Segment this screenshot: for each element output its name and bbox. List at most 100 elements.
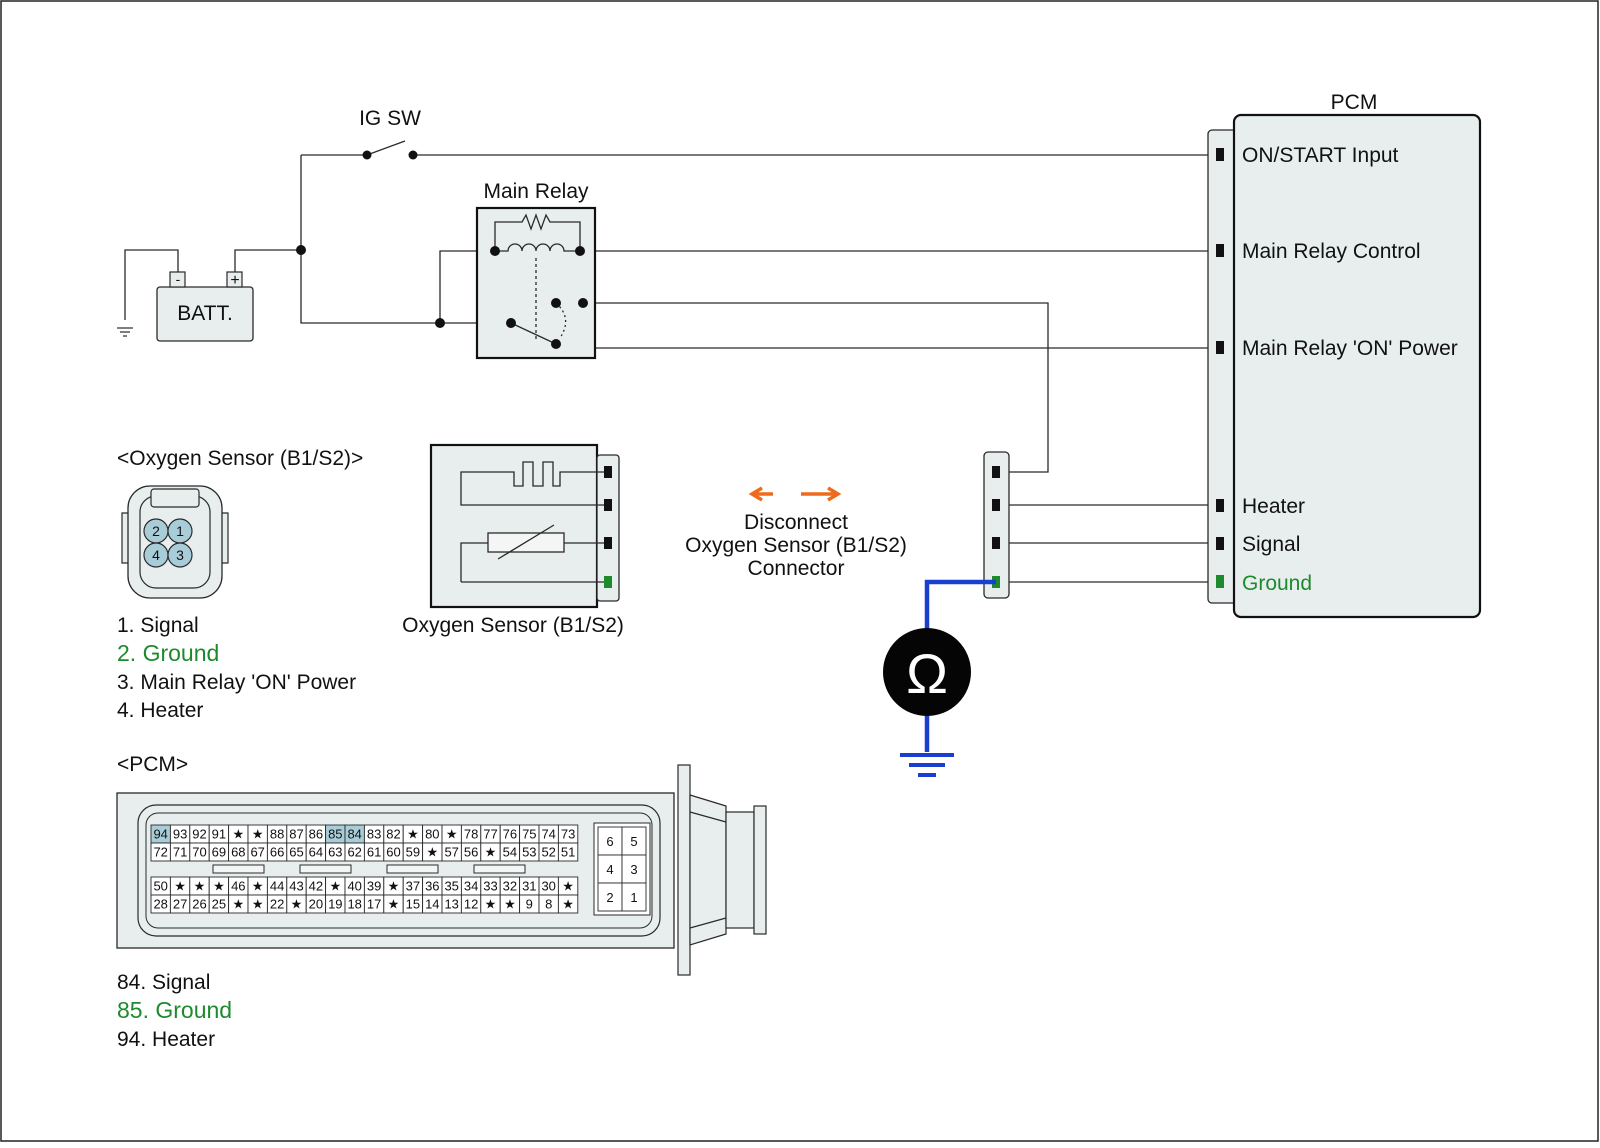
pcm-pin-heater-label: Heater	[1242, 495, 1305, 518]
pcm-small-pin-cell	[621, 826, 647, 856]
pcm-pin-number: 57	[444, 845, 458, 860]
pcm-pin	[1216, 499, 1224, 512]
pcm-pin-number: 53	[522, 845, 536, 860]
pcm-pin-number: 60	[386, 845, 400, 860]
pcm-pin-number: ★	[485, 897, 497, 912]
pcm-pin-ground-label: Ground	[1242, 572, 1312, 595]
pcm-pin-number: 86	[309, 827, 323, 842]
pcm-pin-number: 94	[153, 827, 167, 842]
pcm-pin-number: 73	[561, 827, 575, 842]
pcm-pin-number: 92	[192, 827, 206, 842]
pcm-pin-number: 8	[545, 897, 552, 912]
o2-connector-face: <Oxygen Sensor (B1/S2)> 2 1 4 3	[117, 447, 363, 599]
pcm-small-pin-number: 3	[630, 862, 637, 877]
pcm-pin	[1216, 537, 1224, 550]
pcm-pin-number: 66	[270, 845, 284, 860]
pcm-pin-number: 91	[212, 827, 226, 842]
pcm-legend-item: 94. Heater	[117, 1028, 215, 1051]
pcm-pin-cell	[557, 842, 579, 862]
ig-sw-terminal-right	[408, 150, 418, 160]
main-relay-label: Main Relay	[483, 180, 589, 203]
pcm-pin-number: ★	[329, 879, 341, 894]
o2-connector-legend: 1. Signal 2. Ground 3. Main Relay 'ON' P…	[117, 614, 356, 722]
pcm-pin-number: 13	[444, 897, 458, 912]
pcm-small-pin-number: 5	[630, 834, 637, 849]
pcm-connector-legend: 84. Signal 85. Ground 94. Heater	[117, 971, 232, 1051]
battery-positive-wire	[234, 249, 301, 272]
pcm-pin-ground	[1216, 575, 1224, 588]
relay-coil-terminal	[575, 246, 585, 256]
oxygen-sensor-connector-strip	[596, 454, 620, 602]
pcm-pin-number: ★	[252, 897, 264, 912]
pcm-pin-number: 27	[173, 897, 187, 912]
pcm-small-pin-cell	[621, 854, 647, 884]
pcm-pin-number: 83	[367, 827, 381, 842]
o2-connector-title: <Oxygen Sensor (B1/S2)>	[117, 447, 363, 470]
pcm-pin-number: 39	[367, 879, 381, 894]
relay-resistor	[494, 213, 581, 251]
pcm-pin-number: 63	[328, 845, 342, 860]
pcm-pin-number: 54	[503, 845, 517, 860]
relay-coil-terminal	[490, 246, 500, 256]
battery-plus-label: +	[230, 272, 239, 289]
pcm-pin-number: ★	[252, 827, 264, 842]
pcm-pin-number: ★	[446, 827, 458, 842]
o2-connector-latch	[150, 488, 200, 508]
battery-minus-label: -	[176, 271, 181, 287]
pcm-pin-number: 93	[173, 827, 187, 842]
main-relay: Main Relay	[475, 180, 597, 360]
ohmmeter: Ω	[883, 579, 996, 777]
pcm-pin	[1216, 244, 1224, 257]
sensor-pin-ground	[604, 576, 612, 588]
pcm-pin-number: 88	[270, 827, 284, 842]
pcm-pin-number: 19	[328, 897, 342, 912]
battery-ground-wire	[124, 249, 179, 320]
pcm-legend-item-ground: 85. Ground	[117, 997, 232, 1023]
pcm-pin-number: 51	[561, 845, 575, 860]
pcm-pin-number: 43	[289, 879, 303, 894]
relay-switch-travel	[555, 302, 567, 339]
junction-dot	[296, 245, 306, 255]
pcm-small-pin-cell	[597, 882, 623, 912]
harness-connector-body	[983, 451, 1010, 599]
pcm-pin-number: 71	[173, 845, 187, 860]
relay-switch-arm	[510, 322, 557, 345]
o2-pin-label: 1	[176, 523, 184, 539]
pcm-pin-number: 50	[153, 879, 167, 894]
o2-legend-item: 1. Signal	[117, 614, 199, 637]
pcm-pin-number: 72	[153, 845, 167, 860]
pcm-pin-number: 17	[367, 897, 381, 912]
sensor-element-arrow	[497, 524, 555, 560]
sensor-pin	[604, 537, 612, 549]
pcm-pin-number: ★	[174, 879, 186, 894]
pcm-pin-number: 30	[541, 879, 555, 894]
pcm-pin-number: 36	[425, 879, 439, 894]
disconnect-line-3: Connector	[748, 557, 845, 580]
pcm-pin-number: 46	[231, 879, 245, 894]
o2-legend-item-ground: 2. Ground	[117, 640, 219, 666]
pcm-pin-relay-control-label: Main Relay Control	[1242, 240, 1421, 263]
pcm-pin-number: 22	[270, 897, 284, 912]
pcm-pin-number: 25	[212, 897, 226, 912]
ig-sw-contact	[366, 140, 406, 156]
pcm-pin-number: 82	[386, 827, 400, 842]
o2-legend-item: 3. Main Relay 'ON' Power	[117, 671, 356, 694]
relay-switch-pivot	[506, 318, 516, 328]
oxygen-sensor-box	[429, 443, 599, 609]
pcm-pin-number: 77	[483, 827, 497, 842]
battery-label: BATT.	[177, 302, 233, 325]
relay-contact	[551, 339, 561, 349]
harness-pin	[992, 466, 1000, 478]
o2-pin-3	[167, 542, 193, 568]
pcm-pin-number: ★	[213, 879, 225, 894]
relay-contact	[551, 298, 561, 308]
pcm-pin	[1216, 341, 1224, 354]
pcm-pin-number: 78	[464, 827, 478, 842]
harness-pin	[992, 537, 1000, 549]
relay-output-to-sensor-wire	[583, 302, 1049, 473]
pcm-pin-number: ★	[562, 879, 574, 894]
pcm-pin-number: 35	[444, 879, 458, 894]
